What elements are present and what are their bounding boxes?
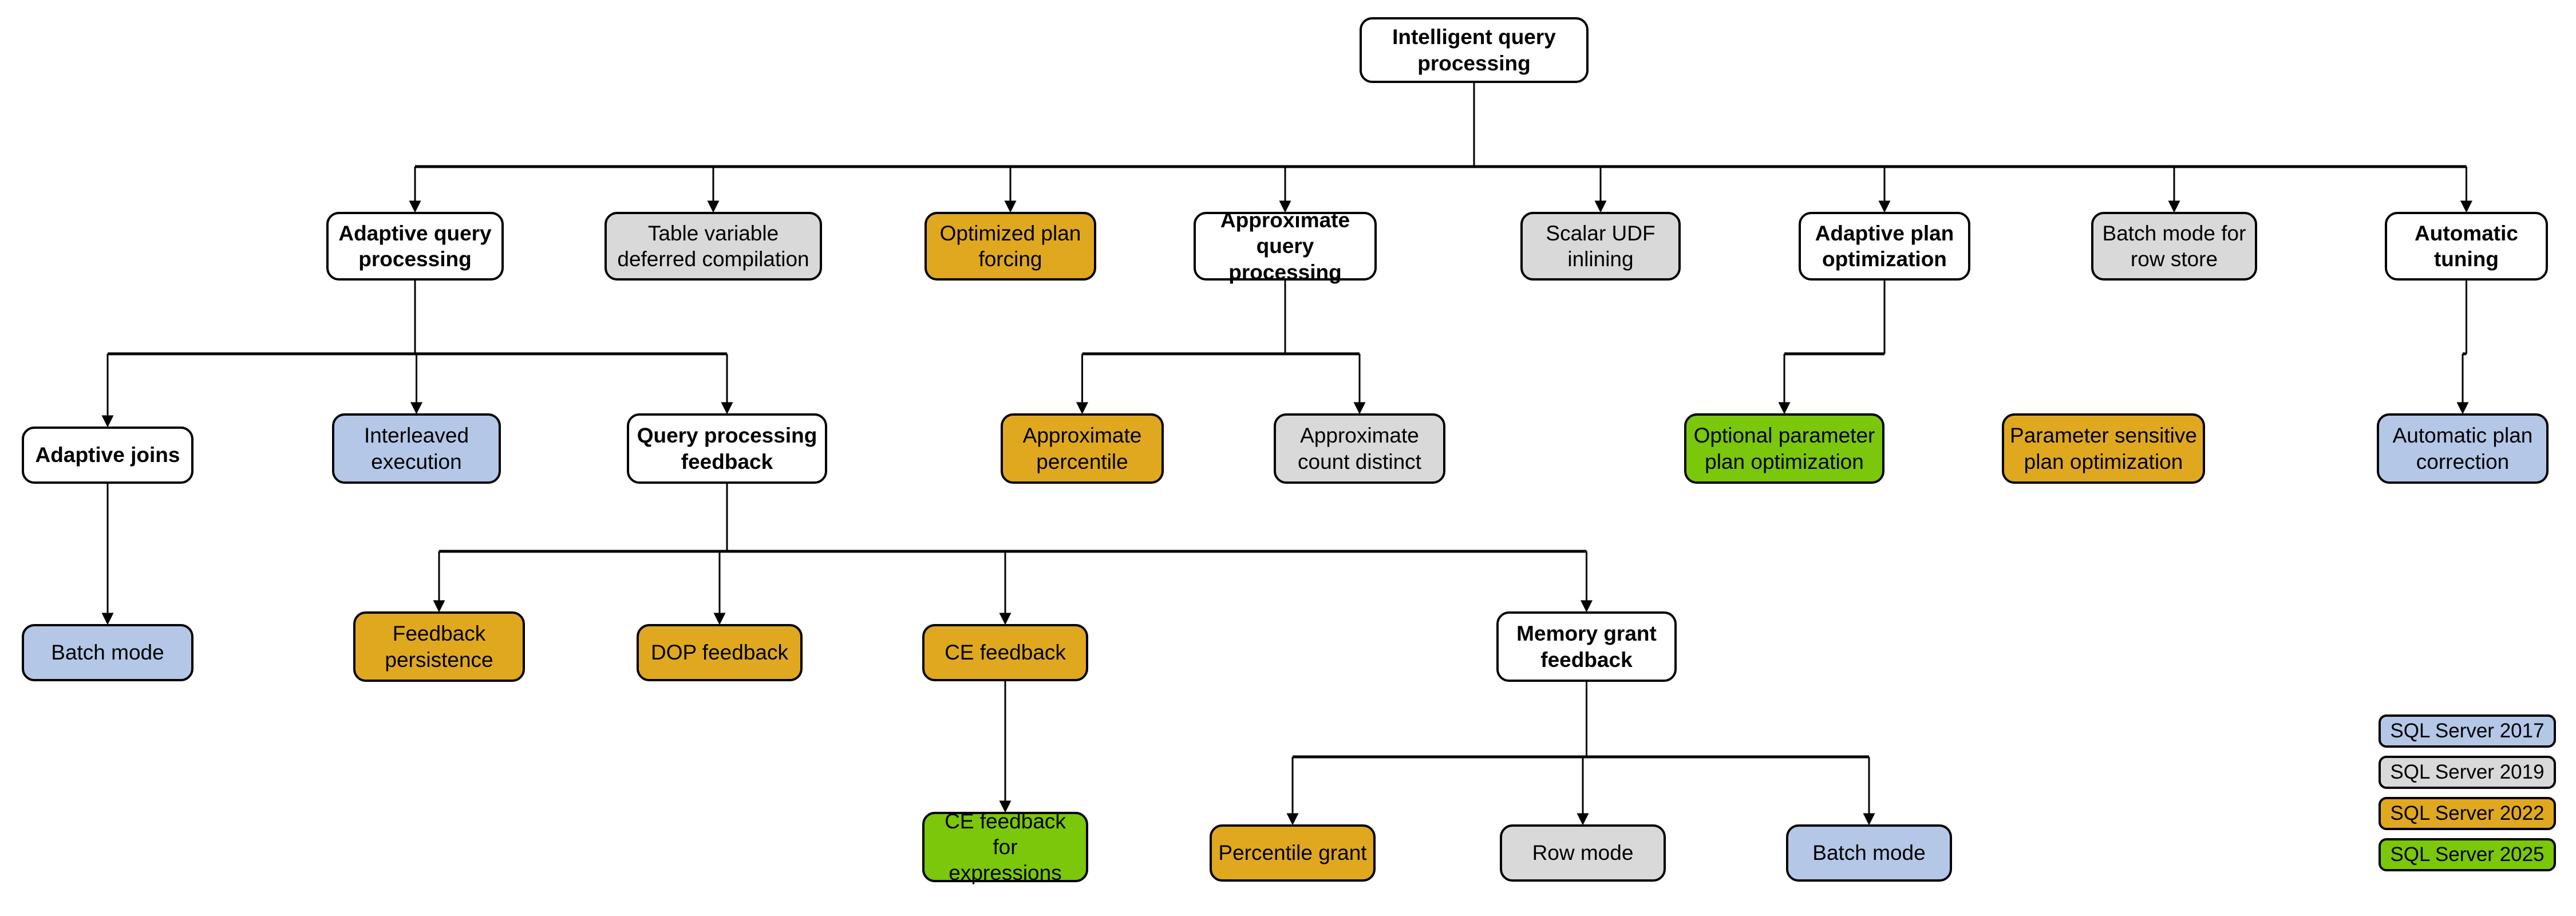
node-bmrs[interactable]: Batch mode for row store: [2091, 212, 2257, 281]
node-label: Batch mode for row store: [2102, 221, 2246, 271]
node-label: Batch mode: [1812, 841, 1926, 865]
legend-item-label: SQL Server 2025: [2390, 843, 2545, 866]
legend-item-sql-server-2017: SQL Server 2017: [2379, 714, 2556, 748]
node-root[interactable]: Intelligent query processing: [1360, 17, 1589, 83]
node-interleaved[interactable]: Interleaved execution: [332, 413, 501, 484]
node-label: Approximate count distinct: [1298, 424, 1421, 473]
node-opf[interactable]: Optimized plan forcing: [924, 212, 1096, 281]
node-approxpct[interactable]: Approximate percentile: [1001, 413, 1164, 484]
node-cefb[interactable]: CE feedback: [922, 624, 1088, 681]
legend-item-sql-server-2025: SQL Server 2025: [2379, 838, 2556, 871]
node-label: Memory grant feedback: [1516, 622, 1657, 672]
node-label: Approximate percentile: [1022, 424, 1142, 473]
node-apq[interactable]: Approximate query processing: [1194, 208, 1377, 284]
node-label: DOP feedback: [651, 641, 788, 665]
legend-item-label: SQL Server 2019: [2390, 761, 2545, 783]
node-label: Scalar UDF inlining: [1546, 221, 1656, 271]
node-label: Table variable deferred compilation: [617, 221, 809, 271]
node-label: Feedback persistence: [385, 622, 493, 672]
node-label: Adaptive joins: [35, 443, 180, 467]
node-dopfb[interactable]: DOP feedback: [637, 624, 803, 681]
node-aqp[interactable]: Adaptive query processing: [326, 212, 504, 281]
node-apo[interactable]: Adaptive plan optimization: [1799, 212, 1970, 281]
node-mgf[interactable]: Memory grant feedback: [1496, 611, 1677, 682]
node-label: Adaptive query processing: [338, 221, 492, 271]
node-label: Adaptive plan optimization: [1815, 221, 1954, 271]
node-cefbexpr[interactable]: CE feedback for expressions: [922, 810, 1088, 885]
node-pspo[interactable]: Parameter sensitive plan optimization: [2002, 413, 2205, 484]
node-label: Optimized plan forcing: [939, 221, 1081, 271]
node-apc[interactable]: Automatic plan correction: [2377, 413, 2549, 484]
node-approxcd[interactable]: Approximate count distinct: [1274, 413, 1445, 484]
node-tvdc[interactable]: Table variable deferred compilation: [605, 212, 822, 281]
node-label: CE feedback for expressions: [945, 809, 1066, 885]
node-label: Percentile grant: [1218, 841, 1367, 865]
legend-item-label: SQL Server 2022: [2390, 802, 2545, 824]
node-pctgrant[interactable]: Percentile grant: [1210, 824, 1376, 882]
node-label: Query processing feedback: [637, 424, 817, 473]
legend-item-sql-server-2022: SQL Server 2022: [2379, 797, 2556, 830]
node-label: Automatic tuning: [2415, 221, 2518, 271]
node-label: Automatic plan correction: [2392, 424, 2533, 473]
node-rowmode[interactable]: Row mode: [1500, 824, 1666, 882]
node-oppo[interactable]: Optional parameter plan optimization: [1684, 413, 1884, 484]
node-batchmode2[interactable]: Batch mode: [1786, 824, 1952, 882]
legend-item-label: SQL Server 2017: [2390, 720, 2545, 742]
node-label: CE feedback: [945, 641, 1066, 665]
node-label: Row mode: [1532, 841, 1634, 865]
node-label: Interleaved execution: [364, 424, 469, 473]
node-sudf[interactable]: Scalar UDF inlining: [1520, 212, 1681, 281]
node-label: Approximate query processing: [1220, 208, 1350, 284]
node-qpf[interactable]: Query processing feedback: [627, 413, 827, 484]
legend-item-sql-server-2019: SQL Server 2019: [2379, 756, 2556, 789]
node-fbpersist[interactable]: Feedback persistence: [353, 611, 525, 682]
node-autotune[interactable]: Automatic tuning: [2385, 212, 2548, 281]
node-label: Batch mode: [51, 641, 164, 665]
node-label: Intelligent query processing: [1392, 25, 1556, 75]
node-adaptivejoins[interactable]: Adaptive joins: [22, 427, 193, 484]
node-label: Optional parameter plan optimization: [1693, 424, 1875, 473]
node-batchmode1[interactable]: Batch mode: [22, 624, 193, 681]
node-label: Parameter sensitive plan optimization: [2010, 424, 2197, 473]
